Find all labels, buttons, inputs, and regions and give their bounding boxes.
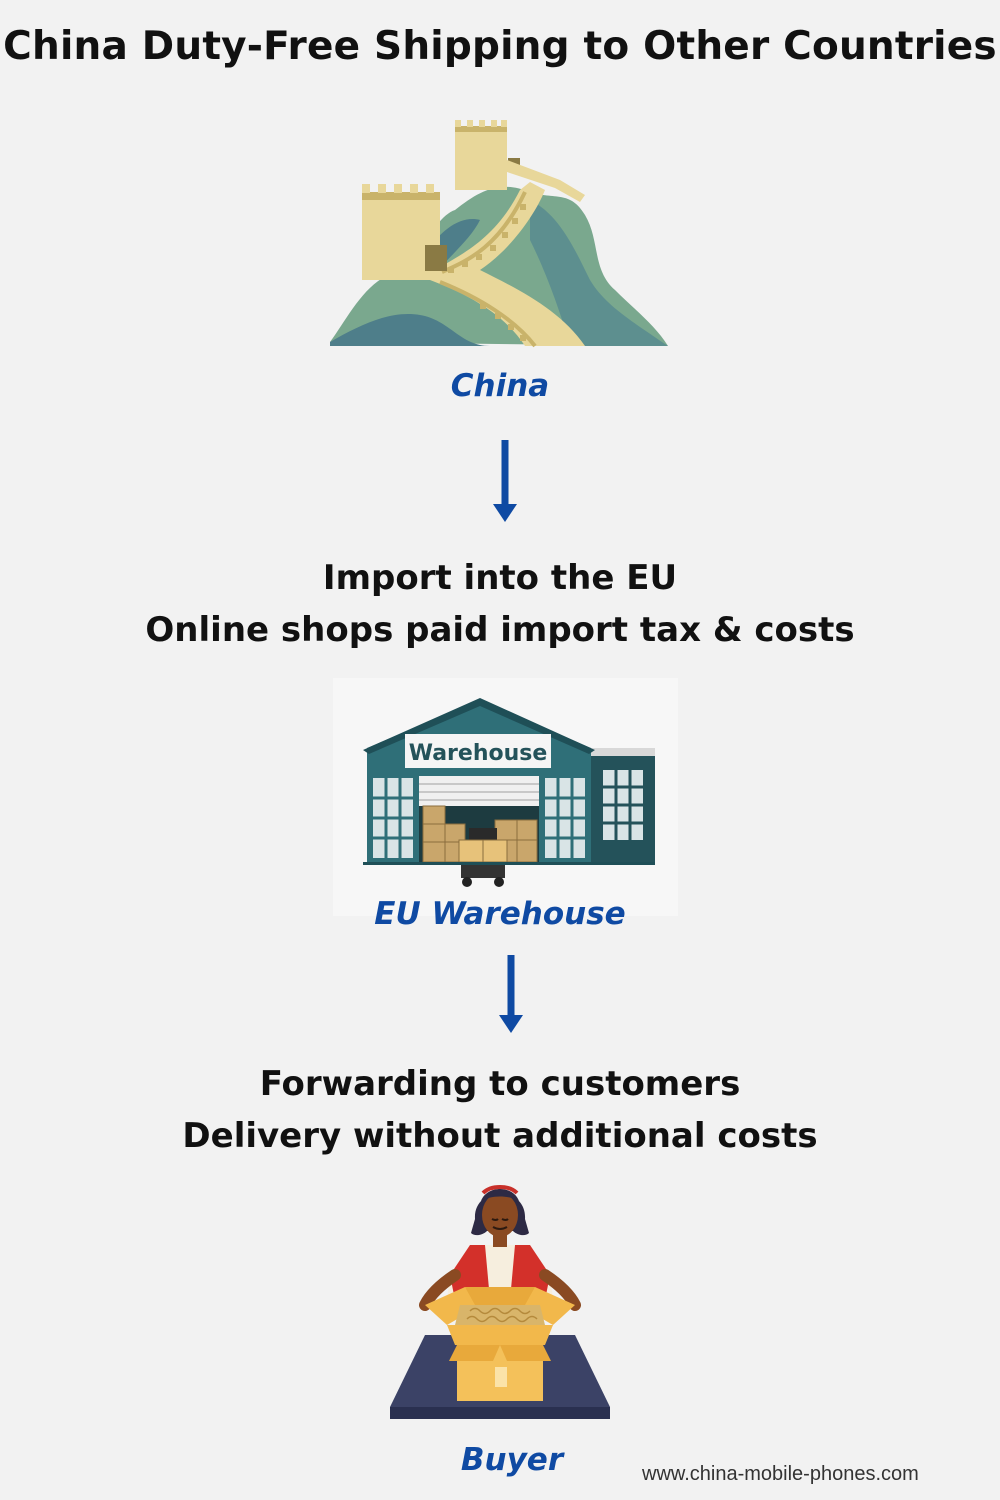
footer-url: www.china-mobile-phones.com bbox=[642, 1463, 919, 1485]
forwarding-step-line1: Forwarding to customers bbox=[259, 1064, 741, 1104]
arrow-down-icon bbox=[490, 440, 520, 524]
buyer-with-box-icon bbox=[385, 1175, 615, 1425]
page-title: China Duty-Free Shipping to Other Countr… bbox=[3, 24, 997, 69]
import-step-line2: Online shops paid import tax & costs bbox=[145, 610, 855, 650]
great-wall-icon bbox=[330, 120, 670, 350]
import-step-line1: Import into the EU bbox=[322, 558, 678, 598]
buyer-label: Buyer bbox=[460, 1442, 564, 1478]
warehouse-icon: Warehouse bbox=[333, 678, 678, 916]
forwarding-step-line2: Delivery without additional costs bbox=[182, 1116, 818, 1156]
arrow-down-icon bbox=[496, 955, 526, 1035]
eu-warehouse-label: EU Warehouse bbox=[374, 896, 626, 932]
china-label: China bbox=[450, 368, 550, 404]
warehouse-sign: Warehouse bbox=[409, 741, 548, 766]
